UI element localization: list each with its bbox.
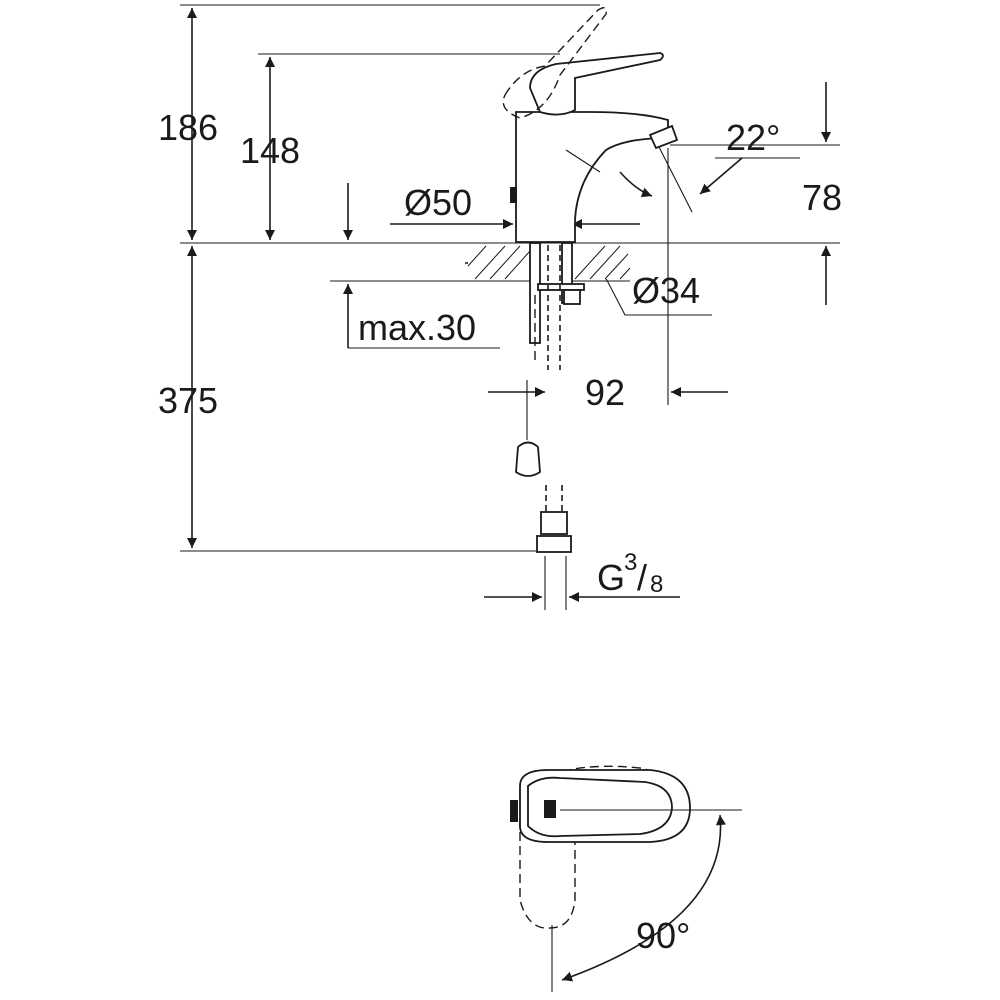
label-hose-length: 375 (158, 380, 218, 421)
hose-nut (536, 535, 572, 553)
o34-leader (597, 262, 712, 316)
hose-ferrule (540, 511, 568, 535)
label-max-thickness: max.30 (358, 307, 476, 348)
label-spout-angle: 22° (726, 117, 780, 158)
top-side-button (510, 800, 518, 822)
body-shading-line (565, 149, 601, 173)
top-button-indicator (544, 800, 556, 818)
label-connection-numerator: 3 (624, 549, 637, 576)
label-connection-slash: / (637, 557, 647, 598)
label-hole-diameter: Ø34 (632, 270, 700, 311)
pop-up-knob (515, 441, 541, 477)
label-connection-denominator: 8 (650, 571, 663, 598)
label-lever-rotation: 90° (636, 915, 690, 956)
lever-open-position (502, 7, 608, 119)
countertop-section (465, 245, 631, 282)
spout-angle-line (657, 144, 693, 213)
label-connection: G 3 / 8 (597, 549, 663, 598)
spout-angle-arc-left (619, 171, 653, 198)
lever-handle (529, 52, 664, 116)
body-side-button (510, 187, 517, 203)
label-connection-prefix: G (597, 557, 625, 598)
mounting-washer (563, 289, 581, 305)
label-spout-height: 78 (802, 177, 842, 218)
rotation-arc (561, 814, 726, 982)
lower-hose (545, 485, 563, 512)
label-body-height: 148 (240, 130, 300, 171)
top-view: 90° (510, 765, 742, 992)
label-total-height: 186 (158, 107, 218, 148)
label-base-diameter: Ø50 (404, 182, 472, 223)
spout-aerator (648, 124, 679, 150)
mounting-nut (537, 283, 585, 291)
supply-hose-braid (547, 245, 561, 370)
side-view: 186 148 Ø50 22° 78 Ø34 max.30 375 92 G 3… (158, 4, 842, 610)
spout-angle-arrow-right (699, 157, 743, 195)
faucet-body (515, 111, 669, 243)
label-spout-reach: 92 (585, 372, 625, 413)
